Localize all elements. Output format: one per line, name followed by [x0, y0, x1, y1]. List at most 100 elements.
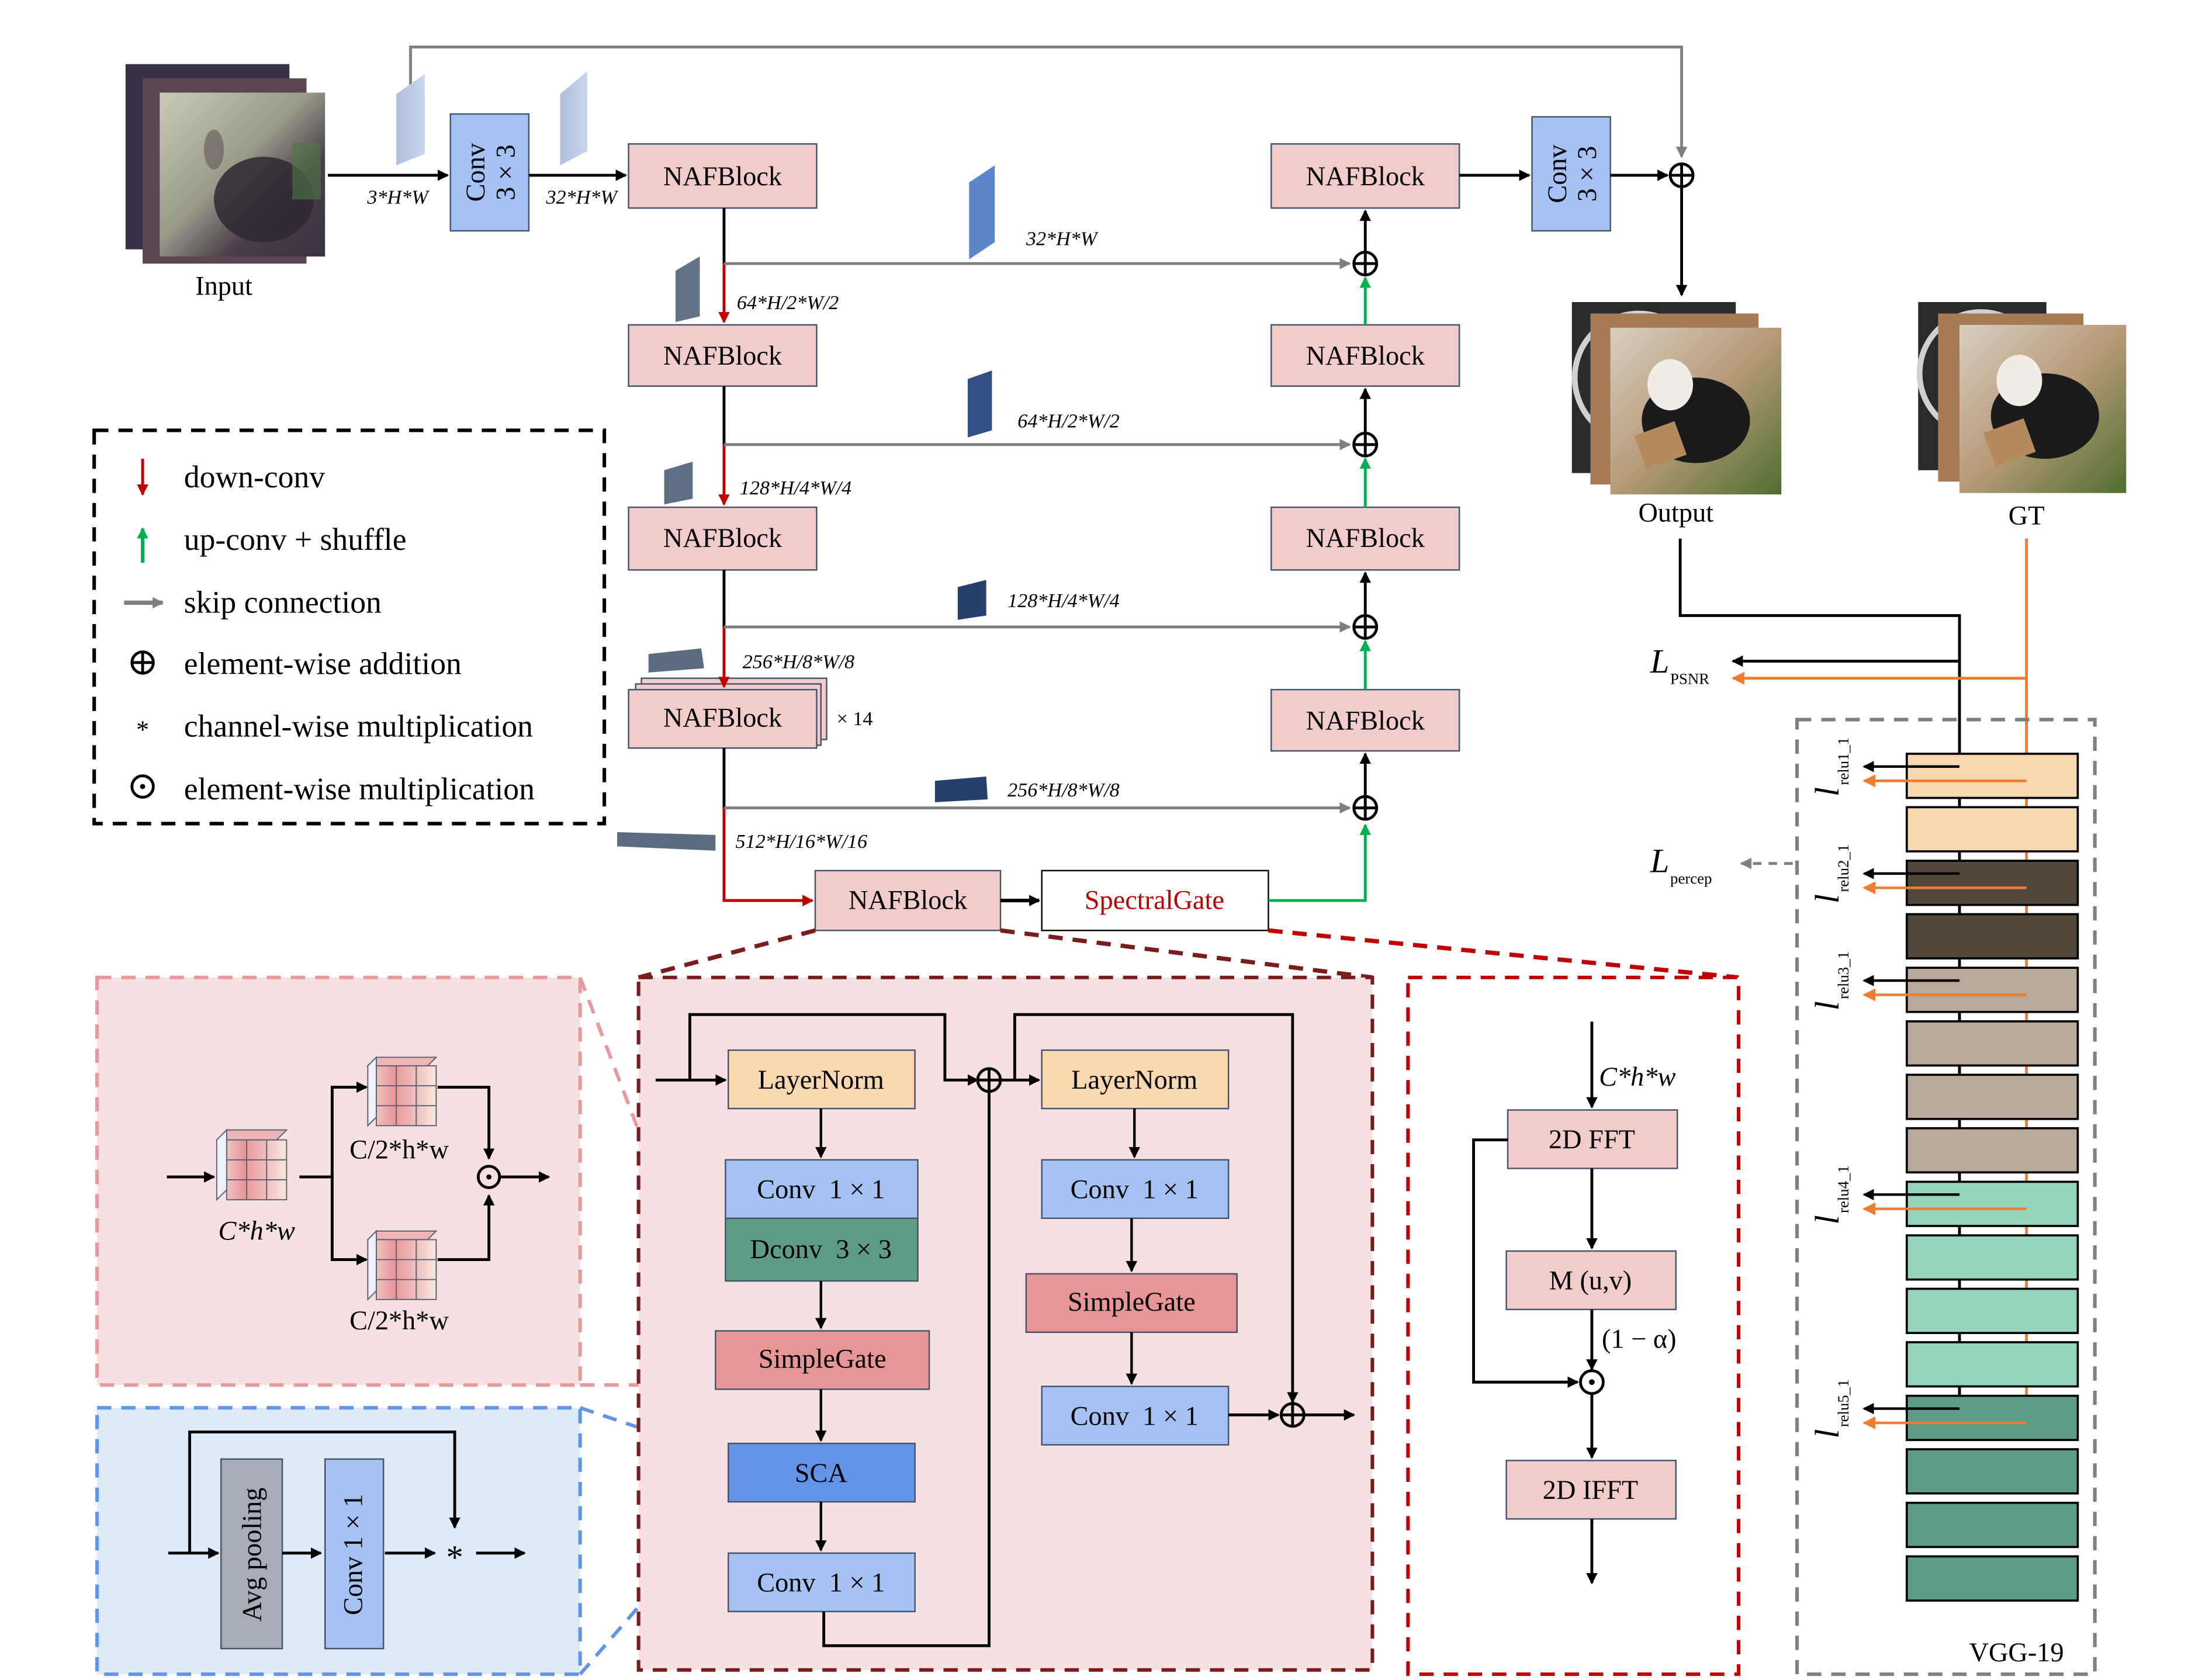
skip-dim-3: 128*H/4*W/4: [1007, 590, 1119, 612]
vgg19-container: [1795, 718, 2097, 1676]
legend-label-up-conv: up-conv + shuffle: [184, 522, 407, 557]
spectral-gate-detail-panel: [1406, 975, 1741, 1676]
odot-node: [476, 1165, 501, 1189]
avg-pooling-block: Avg pooling: [220, 1458, 283, 1650]
feature-cube-full: [215, 1128, 288, 1201]
feature-map-slab: [396, 74, 425, 165]
input-dim-label: 3*H*W: [366, 187, 430, 209]
sg-input-dim: C*h*w: [219, 1216, 295, 1246]
nb-skip-2: [1013, 1013, 1299, 1404]
decoder-block-2: NAFBlock: [1270, 324, 1460, 387]
percep-loss-sub: percep: [1670, 870, 1712, 887]
gt-label: GT: [2009, 501, 2045, 531]
encoder-block-3-label: NAFBlock: [663, 524, 783, 553]
nb-add-node-1: [976, 1067, 1002, 1093]
encoder-block-3: NAFBlock: [628, 506, 818, 571]
decoder-block-3: NAFBlock: [1270, 506, 1460, 571]
conv-out-label: Conv: [1543, 144, 1573, 203]
sca-conv-label: Conv 1 × 1: [338, 1494, 368, 1616]
percep-loss-main: L: [1650, 841, 1670, 879]
vgg19-title: VGG-19: [1969, 1638, 2064, 1668]
nb-conv1x1-4-label: Conv 1 × 1: [1071, 1401, 1199, 1431]
feature-map-slab: [969, 165, 995, 259]
simplegate-detail-panel: [95, 975, 582, 1387]
nb-simplegate-1: SimpleGate: [715, 1330, 930, 1390]
vgg19-layer-block: [1905, 1341, 2079, 1388]
tap-sub: relu4_1: [1834, 1165, 1852, 1213]
spectral-input-dim: C*h*w: [1599, 1062, 1675, 1092]
legend-label-down-conv: down-conv: [184, 459, 325, 494]
skip-dim-4: 256*H/8*W/8: [1007, 780, 1119, 801]
decoder-block-4: NAFBlock: [1270, 688, 1460, 752]
add-node: [1352, 614, 1379, 640]
tap-main: l: [1808, 894, 1846, 903]
tap-sub: relu1_1: [1834, 737, 1852, 785]
vgg19-layer-stack: [1905, 753, 2079, 1602]
cube-face: [366, 1230, 438, 1241]
encoder-block-4-stack: NAFBlock: [628, 677, 827, 749]
fft-block: 2D FFT: [1507, 1109, 1678, 1169]
vgg19-layer-block: [1905, 913, 2079, 959]
skip-dim-2: 64*H/2*W/2: [1017, 411, 1119, 432]
conv-in-label: Conv: [461, 143, 491, 202]
nb-layernorm-1: LayerNorm: [728, 1049, 916, 1110]
output-image-stack: [1571, 302, 1782, 495]
legend-label-channel-mul: channel-wise multiplication: [184, 709, 533, 744]
add-node: [1352, 251, 1379, 277]
encoder-block-4-label: NAFBlock: [663, 703, 783, 733]
spectral-gate-label: SpectralGate: [1085, 886, 1224, 916]
down-dim-4: 512*H/16*W/16: [735, 831, 867, 853]
zoom-connector: [1000, 928, 1373, 980]
nb-conv1x1-1: Conv 1 × 1: [725, 1159, 919, 1220]
vgg19-layer-block: [1905, 1448, 2079, 1495]
legend-asterisk-icon: *: [136, 716, 149, 744]
output-label: Output: [1638, 498, 1713, 528]
tap-sub: relu2_1: [1834, 844, 1852, 892]
nb-conv1x1-1-label: Conv 1 × 1: [757, 1175, 885, 1205]
psnr-loss-main: L: [1650, 642, 1670, 680]
flow-arrow: [330, 1177, 368, 1266]
tap-main: l: [1808, 787, 1846, 796]
vgg19-layer-block: [1905, 1394, 2079, 1442]
zoom-connector: [579, 1502, 730, 1676]
nb-conv1x1-2: Conv 1 × 1: [728, 1552, 916, 1613]
cube-face: [367, 1055, 377, 1127]
nb-layernorm-2-label: LayerNorm: [1071, 1065, 1197, 1095]
nb-conv1x1-3: Conv 1 × 1: [1041, 1159, 1230, 1220]
nb-residual-1: [822, 1091, 991, 1647]
legend-oplus-icon: [130, 650, 155, 675]
add-node: [1352, 431, 1379, 458]
legend-label-add: element-wise addition: [184, 646, 462, 681]
skip-dim-1: 32*H*W: [1026, 228, 1099, 250]
conv-out-size: 3 × 3: [1573, 146, 1602, 202]
nb-layernorm-2: LayerNorm: [1041, 1049, 1230, 1110]
feature-cube-half-bottom: [366, 1229, 438, 1301]
sca-skip-arrow: [188, 1430, 461, 1553]
gt-image-stack: [1916, 302, 2127, 493]
nb-conv1x1-3-label: Conv 1 × 1: [1071, 1175, 1199, 1205]
conv-in-size: 3 × 3: [491, 144, 521, 200]
feature-map-slab: [967, 370, 992, 438]
cube-face: [376, 1065, 437, 1127]
conv-out-block: Conv 3 × 3: [1531, 116, 1611, 232]
input-image-stack: [125, 64, 326, 264]
vgg19-layer-block: [1905, 1555, 2079, 1602]
nb-conv1x1-2-label: Conv 1 × 1: [757, 1568, 885, 1598]
encoder-block-2-label: NAFBlock: [663, 341, 783, 371]
cube-face: [367, 1229, 377, 1301]
decoder-block-1: NAFBlock: [1270, 143, 1460, 209]
decoder-block-2-label: NAFBlock: [1306, 341, 1425, 371]
nb-layernorm-1-label: LayerNorm: [758, 1065, 884, 1095]
feature-map-slab: [934, 776, 988, 802]
mask-block: M (u,v): [1505, 1250, 1677, 1311]
legend-label-skip: skip connection: [184, 585, 382, 620]
legend-odot-icon: [130, 774, 155, 799]
nb-skip-1: [688, 1013, 979, 1086]
vgg-layer-tap-label: l relu1_1: [1808, 737, 1852, 796]
conv-in-block: Conv 3 × 3: [449, 113, 530, 232]
up-conv-arrow: [1268, 823, 1371, 902]
avg-pooling-label: Avg pooling: [237, 1488, 267, 1622]
